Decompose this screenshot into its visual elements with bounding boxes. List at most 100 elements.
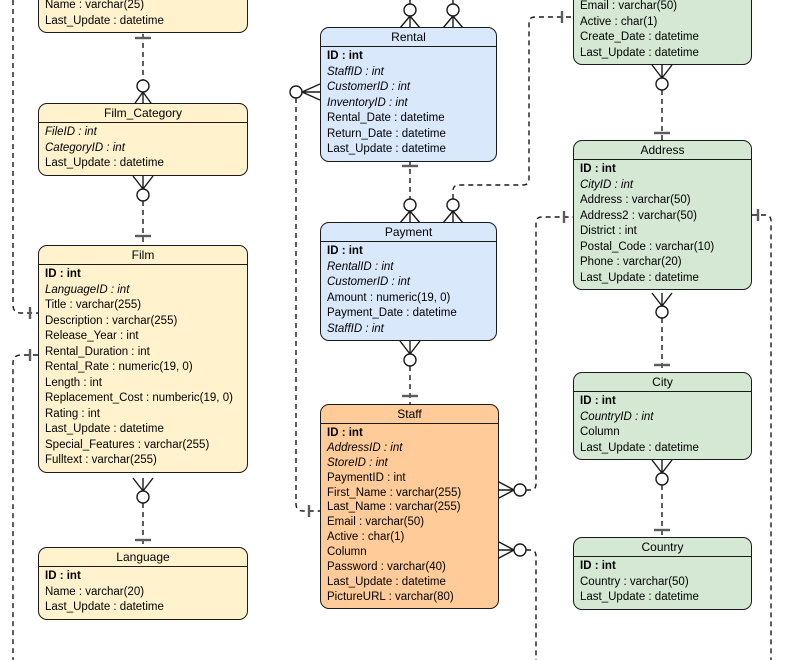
field-fulltext: Fulltext : varchar(255): [45, 454, 157, 466]
field-postal_code: Postal_Code : varchar(10): [580, 240, 715, 253]
field-storeid: StoreID : int: [327, 456, 388, 469]
field-rental_duration: Rental_Duration : int: [45, 345, 150, 358]
relationship-film-offscreen[interactable]: [12, 349, 38, 660]
field-column: Column: [580, 426, 620, 438]
field-last_update: Last_Update : datetime: [327, 575, 446, 588]
field-staffid: StaffID : int: [327, 65, 384, 78]
field-last_update: Last_Update : datetime: [45, 157, 164, 169]
field-last_update: Last_Update : datetime: [580, 591, 699, 603]
field-active: Active : char(1): [580, 15, 658, 28]
field-return_date: Return_Date : datetime: [327, 127, 446, 140]
field-rental_date: Rental_Date : datetime: [327, 112, 445, 124]
relationship-category-filmcategory[interactable]: [132, 34, 154, 107]
field-release_year: Release_Year : int: [45, 330, 139, 342]
field-id: ID : int: [580, 395, 616, 407]
entity-title: Film: [39, 246, 247, 265]
field-password: Password : varchar(40): [327, 561, 446, 574]
field-amount: Amount : numeric(19, 0): [327, 291, 451, 304]
relationship-address-city[interactable]: [651, 292, 673, 372]
relationship-customer-address[interactable]: [651, 64, 673, 140]
entity-title: Film_Category: [39, 104, 247, 123]
relationship-payment-customer[interactable]: [442, 11, 573, 224]
field-id: ID : int: [580, 163, 616, 175]
relationship-filmcategory-film[interactable]: [132, 175, 154, 245]
relationship-payment-staff[interactable]: [399, 340, 421, 404]
field-description: Description : varchar(255): [45, 314, 178, 327]
field-inventoryid: InventoryID : int: [327, 96, 408, 109]
field-last_update: Last_Update : datetime: [45, 14, 164, 27]
relationship-rental-staff[interactable]: [289, 83, 321, 517]
field-special_features: Special_Features : varchar(255): [45, 438, 210, 451]
field-rentalid: RentalID : int: [327, 260, 394, 273]
field-column: Column: [327, 546, 367, 559]
field-address2: Address2 : varchar(50): [580, 209, 697, 222]
field-payment_date: Payment_Date : datetime: [327, 307, 457, 319]
field-pictureurl: PictureURL : varchar(80): [327, 590, 454, 603]
field-id: ID : int: [327, 427, 363, 439]
field-create_date: Create_Date : datetime: [580, 31, 699, 43]
field-district: District : int: [580, 225, 637, 237]
field-id: ID : int: [580, 560, 616, 572]
relationship-staff-address[interactable]: [498, 211, 573, 499]
entity-title: Language: [39, 548, 247, 567]
field-replacement_cost: Replacement_Cost : numberic(19, 0): [45, 392, 233, 404]
relationship-film-language[interactable]: [132, 477, 154, 547]
field-length: Length : int: [45, 376, 102, 389]
entity-fields: Name : varchar(25) Last_Update : datetime: [39, 0, 247, 32]
field-id: ID : int: [45, 570, 81, 582]
field-last_name: Last_Name : varchar(255): [327, 501, 461, 514]
field-languageid: LanguageID : int: [45, 283, 130, 296]
field-last_update: Last_Update : datetime: [580, 441, 699, 454]
field-last_update: Last_Update : datetime: [580, 271, 699, 284]
relationship-offscreen-rental-2[interactable]: [442, 0, 464, 29]
relationship-rental-payment[interactable]: [399, 160, 421, 224]
field-last_update: Last_Update : datetime: [45, 423, 164, 435]
entity-partial-top-left[interactable]: Name : varchar(25) Last_Update : datetime: [38, 0, 248, 33]
entity-title: Payment: [321, 223, 496, 242]
entity-partial-top-right[interactable]: Email : varchar(50)Active : char(1)Creat…: [573, 0, 752, 65]
field-cityid: CityID : int: [580, 178, 634, 191]
entity-title: City: [574, 373, 751, 392]
field-addressid: AddressID : int: [327, 441, 403, 454]
relationship-address-offscreen[interactable]: [752, 209, 772, 660]
field-active: Active : char(1): [327, 531, 405, 544]
field-categoryid: CategoryID : int: [45, 141, 125, 154]
field-title: Title : varchar(255): [45, 299, 142, 311]
entity-title: Rental: [321, 28, 496, 47]
field-paymentid: PaymentID : int: [327, 471, 406, 484]
entity-title: Staff: [321, 405, 498, 424]
relationship-staff-offscreen[interactable]: [498, 541, 537, 660]
entity-fields: Email : varchar(50)Active : char(1)Creat…: [574, 0, 751, 64]
field-name: Name : varchar(25): [45, 0, 145, 11]
field-customerid: CustomerID : int: [327, 276, 411, 288]
field-rating: Rating : int: [45, 407, 100, 420]
relationship-offscreen-rental-1[interactable]: [399, 0, 421, 29]
entity-title: Country: [574, 538, 751, 557]
field-name: Name : varchar(20): [45, 585, 145, 598]
field-last_update: Last_Update : datetime: [45, 601, 164, 613]
field-phone: Phone : varchar(20): [580, 256, 682, 268]
relationship-offscreen-film[interactable]: [12, 0, 38, 319]
field-last_update: Last_Update : datetime: [327, 143, 446, 155]
field-customerid: CustomerID : int: [327, 81, 411, 93]
field-first_name: First_Name : varchar(255): [327, 486, 462, 499]
relationship-city-country[interactable]: [651, 459, 673, 537]
